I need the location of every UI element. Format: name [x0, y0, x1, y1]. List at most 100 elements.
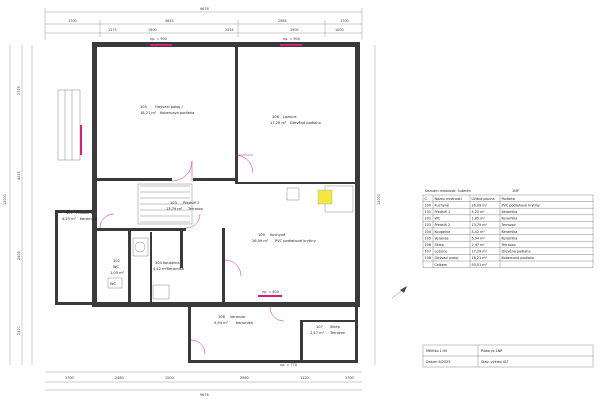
table-cell: 18,21 m²: [472, 256, 488, 260]
svg-text:106: 106: [272, 115, 280, 119]
table-cell: Celkem: [435, 263, 448, 267]
table-title: Seznam místností: Suterén: [425, 189, 471, 193]
table-cell: Předsíň 1: [435, 210, 451, 214]
dim-top-total: 9676: [200, 7, 209, 11]
svg-text:26,09 m²: 26,09 m²: [252, 239, 269, 243]
table-cell: Koupelna: [435, 230, 451, 234]
svg-text:104: 104: [155, 261, 163, 265]
room-label-102: 102 WC 1,05 m²: [110, 259, 125, 275]
dim-left-2: 4015: [17, 171, 21, 180]
walls: [55, 42, 360, 363]
table-cell: Sklep: [435, 243, 444, 247]
svg-text:2,47 m²: 2,47 m²: [310, 331, 325, 335]
svg-text:108: 108: [218, 315, 226, 319]
bottom-dimensions: 9676 1700 2480 1500 2960 1120 1700: [45, 371, 362, 397]
scale-label: Měřítko 1:50: [426, 349, 447, 353]
dim-bottom-4: 2960: [240, 376, 249, 380]
svg-text:Terrazzo: Terrazzo: [329, 331, 345, 335]
table-cell: 4,25 m²: [472, 210, 486, 214]
dim-bottom-total: 9676: [200, 393, 209, 397]
svg-text:Keramika: Keramika: [236, 321, 253, 325]
svg-text:Koupelna: Koupelna: [163, 261, 180, 265]
date-label: Datum 6/2025: [426, 360, 450, 364]
svg-text:105: 105: [140, 105, 147, 109]
table-cell: 107: [425, 250, 431, 254]
table-header-cell: Č.: [425, 196, 428, 201]
left-dimensions: 12000 2779 4015 2505 2310: [3, 45, 33, 365]
dim-bottom-1: 1700: [65, 376, 74, 380]
svg-text:Keramika: Keramika: [167, 267, 184, 271]
svg-text:Ložnice: Ložnice: [283, 115, 297, 119]
wc-tag: WC: [110, 282, 117, 286]
table-cell: Terrazzo: [501, 223, 516, 227]
dim-right-total: 12000: [377, 194, 381, 205]
table-cell: 104: [425, 230, 431, 234]
room-label-105: 105 Obývací pokoj / 18,21 m² Kobercová p…: [140, 105, 194, 115]
right-dimensions: 12000: [374, 45, 381, 365]
dim-top2-2: 1900: [148, 28, 157, 32]
svg-text:Sklep: Sklep: [330, 325, 341, 329]
top-dimensions: 9676 1700 4645 2964 1700 1275 1900 2554 …: [44, 7, 363, 40]
table-cell: Terrazzo: [501, 243, 516, 247]
dim-top-4: 1700: [340, 19, 349, 23]
svg-text:Keramika: Keramika: [80, 217, 97, 221]
room-label-101: 101 Předsíň 1 4,25 m² Keramika: [62, 211, 97, 221]
table-cell: 105: [425, 236, 431, 240]
table-cell: Obývací pokoj: [435, 256, 459, 260]
window-label-2: np. = 900: [283, 37, 300, 41]
svg-text:Kobercová podlaha: Kobercová podlaha: [160, 111, 194, 115]
room-label-108: 108 Veranda 5,94 m² Keramika: [214, 315, 253, 325]
table-header-cell: Podlaha: [502, 197, 515, 201]
room-label-103: 103 Předsíň 2 13,79 m² Terrazzo: [166, 201, 203, 211]
dim-top2-1: 1275: [108, 28, 117, 32]
room-label-107: 107 Sklep 2,47 m² Terrazzo: [310, 325, 345, 335]
window-label-4: np. = 770: [280, 363, 297, 367]
table-cell: Ložnice: [435, 250, 448, 254]
table-cell: 2,47 m²: [472, 243, 486, 247]
door-swings: [80, 44, 302, 355]
svg-text:Obývací pokoj /: Obývací pokoj /: [155, 105, 183, 109]
svg-text:4,25 m²: 4,25 m²: [62, 217, 77, 221]
svg-text:Kuchyně: Kuchyně: [270, 233, 286, 237]
table-cell: 13,79 m²: [472, 223, 488, 227]
table-cell: PVC podlahové krytiny: [502, 203, 540, 207]
table-title-right: 1NP: [512, 189, 519, 193]
dim-bottom-2: 2480: [115, 376, 124, 380]
table-cell: Keramika: [502, 217, 518, 221]
dim-bottom-3: 1500: [165, 376, 174, 380]
dim-top-3: 2964: [278, 19, 287, 23]
table-cell: Kuchyně: [435, 203, 449, 207]
table-cell: Keramika: [502, 230, 518, 234]
svg-text:Dřevěná podlaha: Dřevěná podlaha: [290, 121, 321, 125]
table-cell: 1,05 m²: [472, 217, 486, 221]
svg-text:Terrazzo: Terrazzo: [187, 207, 203, 211]
dim-top-1: 1700: [68, 19, 77, 23]
dim-left-3: 2505: [17, 251, 21, 260]
svg-text:13,79 m²: 13,79 m²: [166, 207, 183, 211]
table-cell: Keramika: [502, 236, 518, 240]
svg-text:PVC podlahové krytiny: PVC podlahové krytiny: [275, 239, 317, 243]
svg-text:100: 100: [258, 233, 266, 237]
dim-left-1: 2779: [17, 86, 21, 95]
svg-text:Veranda: Veranda: [230, 315, 245, 319]
window-label-3: np. = 600: [262, 290, 279, 294]
table-cell: 102: [425, 217, 431, 221]
svg-text:1,05 m²: 1,05 m²: [110, 271, 125, 275]
table-cell: Dřevěná podlaha: [502, 250, 531, 254]
table-cell: 93,51 m²: [472, 263, 488, 267]
room-label-106: 106 Ložnice 17,29 m² Dřevěná podlaha: [270, 115, 321, 125]
window-label-1: np. = 900: [150, 37, 167, 41]
drawing-subtitle: Stav: výkres VLT: [481, 360, 510, 364]
table-cell: Kobercová podlaha: [502, 256, 534, 260]
svg-text:5,94 m²: 5,94 m²: [214, 321, 229, 325]
svg-text:18,21 m²: 18,21 m²: [140, 111, 157, 115]
interior-details: [57, 89, 407, 300]
table-cell: 4,42 m²: [472, 230, 486, 234]
svg-text:101: 101: [66, 211, 73, 215]
table-cell: 5,94 m²: [472, 236, 486, 240]
table-cell: 17,29 m²: [472, 250, 488, 254]
svg-text:4,42 m²: 4,42 m²: [153, 267, 168, 271]
dim-left-total: 12000: [3, 194, 7, 205]
table-cell: 106: [425, 243, 431, 247]
